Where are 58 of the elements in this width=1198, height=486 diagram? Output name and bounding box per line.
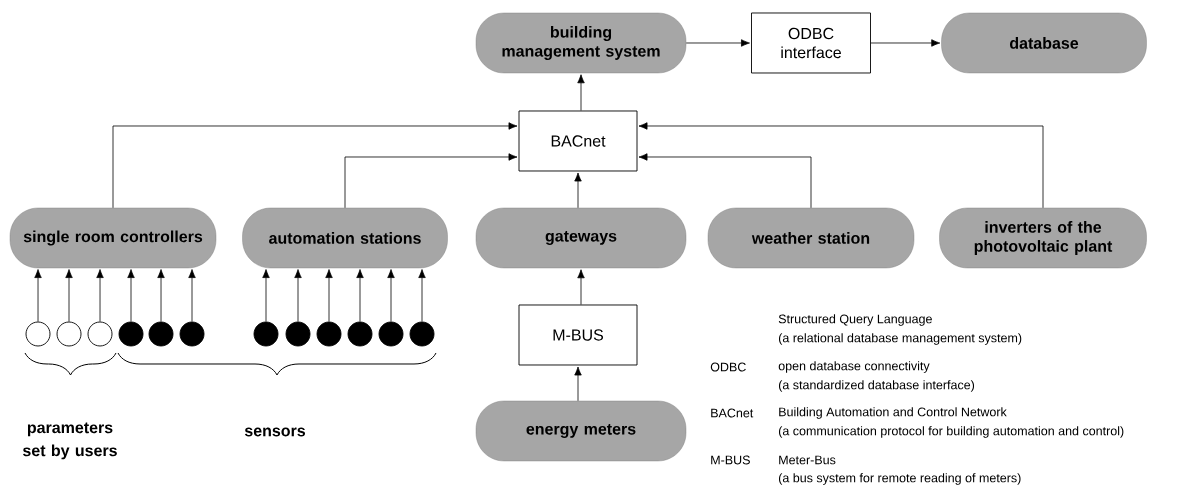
glossary-text: BACnet [711, 408, 754, 418]
interface-box: ODBC interface [751, 12, 871, 74]
system-block: building management system [475, 12, 687, 74]
glossary-text: open database connectivity [778, 361, 930, 373]
arrow [96, 269, 104, 322]
arrow [65, 269, 73, 322]
arrow [294, 269, 302, 322]
arrow [188, 269, 196, 322]
filled-circle [316, 321, 342, 347]
open-circle [87, 321, 113, 347]
arrow [577, 269, 585, 305]
glossary-text: Meter-Bus [779, 455, 836, 465]
arrow [638, 153, 812, 209]
glossary-text: (a relational database management system) [779, 333, 1022, 345]
filled-circle [347, 321, 373, 347]
arrow [870, 39, 941, 47]
filled-circle [179, 321, 205, 347]
arrow [157, 269, 165, 322]
glossary-text: (a communication protocol for building automation and control) [779, 426, 1124, 438]
system-block: single room controllers [9, 207, 217, 269]
arrow [325, 269, 333, 322]
interface-box: M-BUS [518, 304, 638, 366]
group-label: sensors [244, 427, 306, 437]
glossary-text: Building Automation and Control Network [779, 407, 1007, 419]
glossary-text: ODBC [710, 362, 746, 372]
arrow [577, 74, 585, 111]
filled-circle [285, 321, 311, 347]
interface-box: BACnet [518, 110, 638, 172]
arrow [685, 39, 750, 47]
arrow [356, 269, 364, 322]
glossary-text: Structured Query Language [778, 314, 932, 326]
arrow [574, 366, 582, 402]
arrow [344, 153, 518, 209]
filled-circle [253, 321, 279, 347]
glossary-text: (a standardized database interface) [779, 380, 975, 392]
filled-circle [118, 321, 144, 347]
system-block: automation stations [242, 207, 448, 269]
arrow [262, 269, 270, 322]
group-label: parameters set by users [23, 422, 117, 460]
open-circle [56, 321, 82, 347]
system-block: weather station [707, 207, 915, 269]
system-block: database [941, 12, 1147, 74]
filled-circle [148, 321, 174, 347]
filled-circle [409, 321, 435, 347]
arrow [574, 172, 582, 209]
arrow [418, 269, 426, 322]
open-circle [25, 321, 51, 347]
arrow [34, 269, 42, 322]
system-block: inverters of the photovoltaic plant [939, 207, 1147, 269]
glossary-text: M-BUS [711, 455, 750, 465]
filled-circle [378, 321, 404, 347]
arrow [127, 269, 135, 322]
arrow [638, 122, 1044, 209]
glossary-text: (a bus system for remote reading of meters) [779, 473, 1021, 485]
arrow [387, 269, 395, 322]
system-block: energy meters [475, 400, 687, 462]
system-block: gateways [475, 207, 687, 269]
arrow [112, 122, 518, 209]
